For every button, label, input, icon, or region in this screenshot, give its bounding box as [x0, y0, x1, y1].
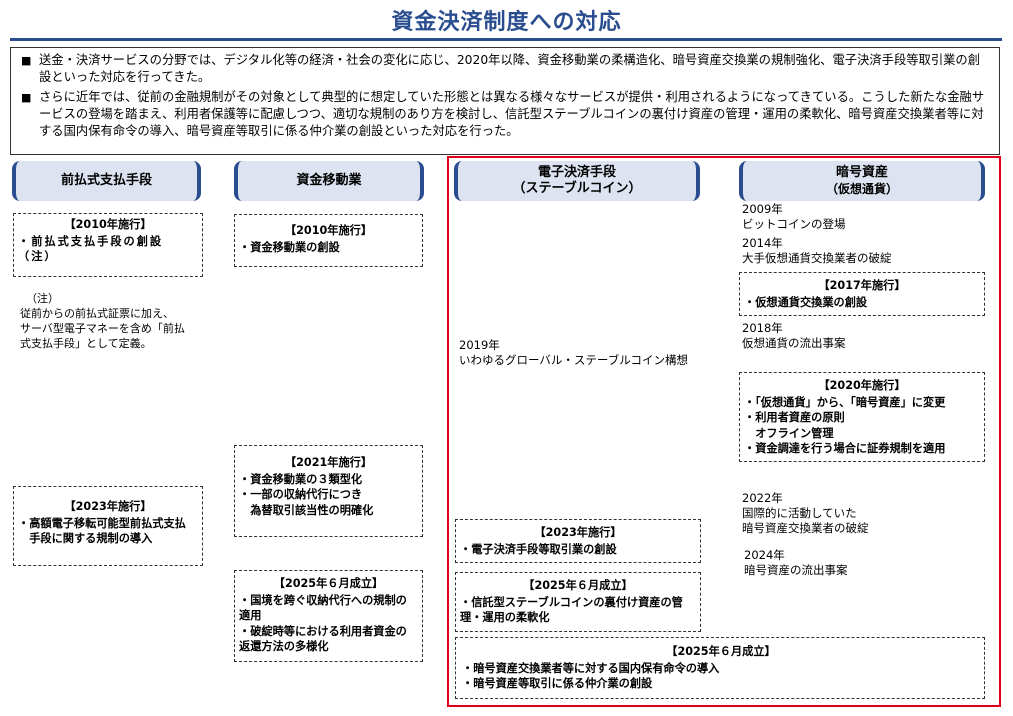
column-header-prepaid: 前払式支払手段 — [12, 161, 201, 201]
box-line: ・高額電子移転可能型前払式支払 手段に関する規制の導入 — [18, 516, 186, 546]
box-title: 【2017年施行】 — [818, 279, 906, 292]
box-line: ・破綻時等における利用者資金の 返還方法の多様化 — [239, 624, 407, 654]
crypto-box-2025: 【2025年６月成立】 ・暗号資産交換業者等に対する国内保有命令の導入 ・暗号資… — [455, 637, 985, 699]
box-title: 【2010年施行】 — [284, 224, 373, 237]
column-header-crypto: 暗号資産 （仮想通貨） — [739, 161, 985, 201]
event-year: 2009年 — [742, 202, 783, 216]
funds-box-2010: 【2010年施行】 ・資金移動業の創設 — [234, 214, 423, 267]
column-header-line: 電子決済手段 — [537, 165, 616, 180]
event-text: 大手仮想通貨交換業者の破綻 — [742, 251, 892, 265]
prepaid-box-2010: 【2010年施行】 ・前払式支払手段の創設 （注） — [13, 213, 203, 277]
prepaid-note-label: （注） — [26, 292, 59, 305]
prepaid-note: 従前からの前払式証票に加え、 サーバ型電子マネーを含め「前払 式支払手段」として… — [20, 307, 185, 350]
crypto-box-2017: 【2017年施行】 ・仮想通貨交換業の創設 — [739, 272, 985, 316]
square-bullet-icon: ■ — [21, 54, 32, 67]
highlight-frame — [447, 156, 1001, 707]
intro-bullet: ■ 送金・決済サービスの分野では、デジタル化等の経済・社会の変化に応じ、2020… — [21, 53, 981, 84]
funds-box-2021: 【2021年施行】 ・資金移動業の３類型化 ・一部の収納代行につき 為替取引該当… — [234, 445, 423, 537]
box-line: ・資金移動業の３類型化 — [239, 472, 363, 486]
event-text: 仮想通貨の流出事案 — [742, 336, 846, 350]
event-year: 2018年 — [742, 321, 783, 335]
event-2019: 2019年 いわゆるグローバル・ステーブルコイン構想 — [459, 338, 688, 368]
box-line: ・仮想通貨交換業の創設 — [744, 295, 868, 309]
title-divider — [10, 38, 1002, 41]
box-title: 【2023年施行】 — [534, 526, 622, 539]
box-title: 【2025年６月成立】 — [666, 645, 776, 658]
box-line: ・前払式支払手段の創設 （注） — [18, 234, 164, 264]
prepaid-box-2023: 【2023年施行】 ・高額電子移転可能型前払式支払 手段に関する規制の導入 — [13, 486, 203, 566]
event-2018: 2018年 仮想通貨の流出事案 — [742, 321, 846, 351]
event-year: 2024年 — [744, 548, 785, 562]
intro-box: ■ 送金・決済サービスの分野では、デジタル化等の経済・社会の変化に応じ、2020… — [10, 47, 1000, 155]
box-line: ・利用者資産の原則 オフライン管理 — [744, 411, 845, 440]
box-line: ・資金移動業の創設 — [239, 240, 340, 254]
box-line: ・国境を跨ぐ収納代行への規制の 適用 — [239, 593, 407, 623]
event-year: 2022年 — [742, 491, 783, 505]
funds-box-2025: 【2025年６月成立】 ・国境を跨ぐ収納代行への規制の 適用 ・破綻時等における… — [234, 570, 423, 662]
box-line: ・「仮想通貨」から、「暗号資産」に変更 — [744, 395, 946, 409]
box-title: 【2010年施行】 — [64, 218, 152, 231]
event-2014: 2014年 大手仮想通貨交換業者の破綻 — [742, 236, 892, 266]
box-line: ・一部の収納代行につき 為替取引該当性の明確化 — [239, 488, 374, 517]
square-bullet-icon: ■ — [21, 91, 32, 104]
box-line: ・暗号資産等取引に係る仲介業の創設 — [462, 677, 653, 690]
column-header-line: （仮想通貨） — [825, 182, 898, 196]
event-2022: 2022年 国際的に活動していた 暗号資産交換業者の破綻 — [742, 491, 869, 536]
event-year: 2019年 — [459, 338, 500, 352]
stable-box-2023: 【2023年施行】 ・電子決済手段等取引業の創設 — [455, 519, 701, 563]
box-line: ・信託型ステーブルコインの裏付け資産の管 理・運用の柔軟化 — [460, 595, 683, 625]
event-2024: 2024年 暗号資産の流出事案 — [744, 548, 848, 578]
box-line: ・電子決済手段等取引業の創設 — [460, 542, 617, 556]
column-header-funds-transfer: 資金移動業 — [234, 161, 424, 201]
box-title: 【2020年施行】 — [818, 379, 906, 392]
event-text: ビットコインの登場 — [742, 217, 846, 231]
box-line: ・暗号資産交換業者等に対する国内保有命令の導入 — [462, 661, 720, 675]
stable-box-2025: 【2025年６月成立】 ・信託型ステーブルコインの裏付け資産の管 理・運用の柔軟… — [455, 572, 701, 632]
column-header-stablecoin: 電子決済手段 （ステーブルコイン） — [454, 161, 700, 201]
box-title: 【2025年６月成立】 — [523, 579, 633, 592]
crypto-box-2020: 【2020年施行】 ・「仮想通貨」から、「暗号資産」に変更 ・利用者資産の原則 … — [739, 372, 985, 462]
event-text: 暗号資産の流出事案 — [744, 563, 848, 577]
intro-bullet: ■ さらに近年では、従前の金融規制がその対象として典型的に想定していた形態とは異… — [21, 90, 985, 138]
box-title: 【2023年施行】 — [64, 500, 152, 513]
page-title: 資金決済制度への対応 — [391, 10, 622, 35]
event-text: いわゆるグローバル・ステーブルコイン構想 — [459, 353, 688, 367]
box-line: ・資金調達を行う場合に証券規制を適用 — [744, 442, 946, 455]
event-text: 国際的に活動していた 暗号資産交換業者の破綻 — [742, 506, 869, 535]
box-title: 【2021年施行】 — [284, 456, 373, 469]
box-title: 【2025年６月成立】 — [273, 577, 384, 590]
column-header-line: （ステーブルコイン） — [512, 181, 642, 196]
column-header-line: 暗号資産 — [835, 165, 888, 180]
event-year: 2014年 — [742, 236, 783, 250]
event-2009: 2009年 ビットコインの登場 — [742, 202, 846, 232]
